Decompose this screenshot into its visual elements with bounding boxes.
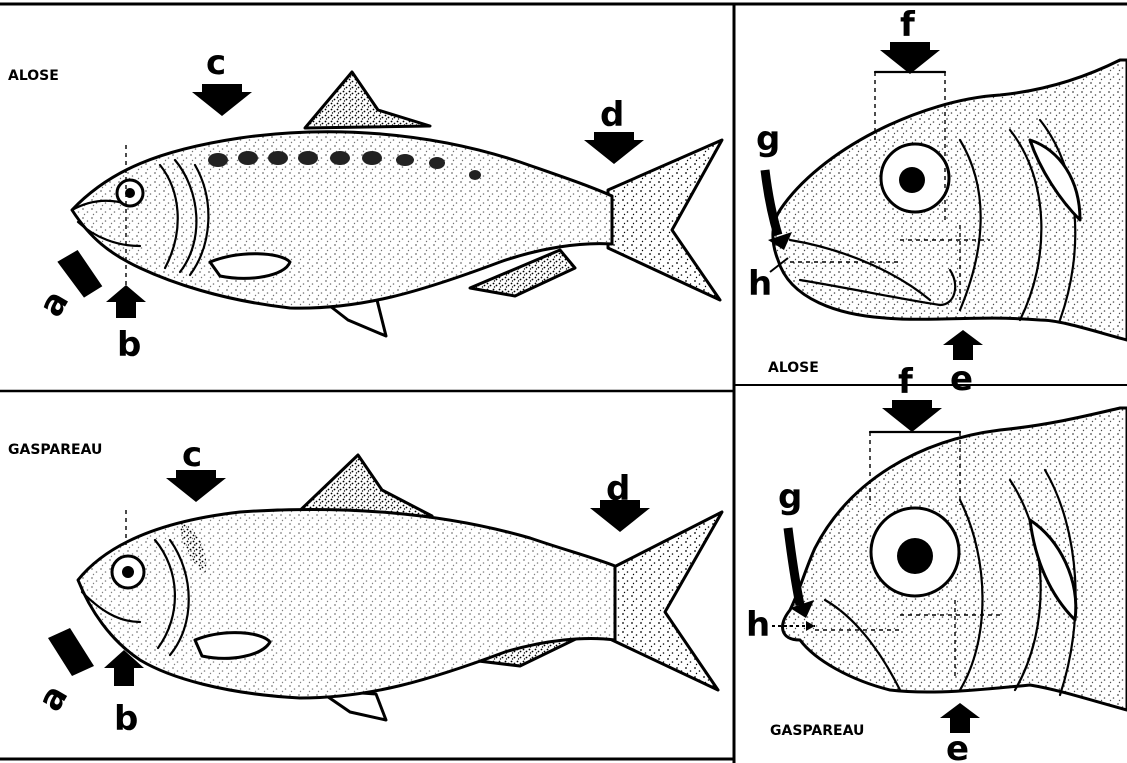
svg-text:h: h (748, 264, 772, 304)
arrow-c-icon-2 (166, 470, 226, 502)
svg-text:h: h (746, 605, 770, 645)
svg-text:f: f (900, 5, 916, 45)
svg-text:g: g (778, 477, 802, 517)
alose-head-drawing (773, 60, 1127, 340)
svg-text:b: b (114, 699, 138, 739)
species-label-alose: ALOSE (8, 68, 59, 84)
arrow-d-icon-2 (590, 500, 650, 532)
species-label-gaspareau-head: GASPAREAU (770, 723, 864, 739)
gaspareau-head-drawing (783, 408, 1127, 710)
arrow-b-icon (106, 285, 146, 318)
species-label-gaspareau: GASPAREAU (8, 442, 102, 458)
svg-text:e: e (946, 729, 969, 763)
arrow-g-icon (765, 170, 778, 235)
svg-text:b: b (117, 325, 141, 365)
svg-text:d: d (600, 95, 624, 135)
svg-text:a: a (30, 678, 76, 718)
arrow-f-icon-2 (882, 400, 942, 432)
svg-text:c: c (182, 435, 202, 475)
arrow-f-icon (880, 42, 940, 74)
arrow-e-icon (943, 330, 983, 360)
alose-body-drawing (72, 72, 722, 336)
svg-text:f: f (898, 362, 914, 402)
svg-text:a: a (31, 284, 77, 324)
svg-text:g: g (756, 119, 780, 159)
svg-text:c: c (206, 43, 226, 83)
species-label-alose-head: ALOSE (768, 360, 819, 376)
arrow-a-icon (56, 247, 104, 301)
arrow-d-icon (584, 132, 644, 164)
arrow-g-icon-2 (788, 528, 800, 605)
arrow-a-icon-2 (48, 628, 94, 676)
svg-text:e: e (950, 359, 973, 399)
arrow-c-icon (192, 84, 252, 116)
